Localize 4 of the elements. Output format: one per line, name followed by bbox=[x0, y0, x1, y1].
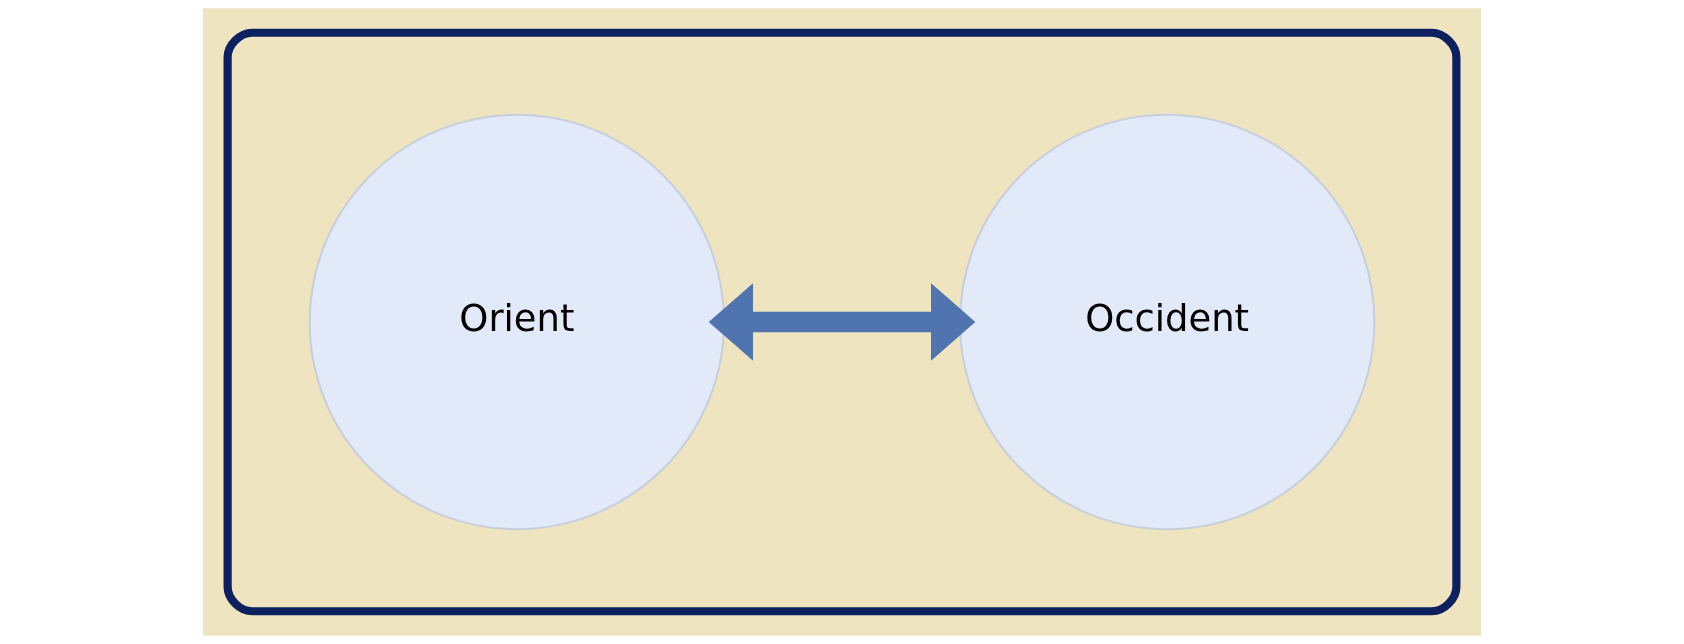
node-circle: Orient bbox=[308, 113, 726, 531]
arrow bbox=[708, 283, 976, 361]
cluster bbox=[223, 28, 1461, 616]
node-circle: Occident bbox=[958, 113, 1376, 531]
